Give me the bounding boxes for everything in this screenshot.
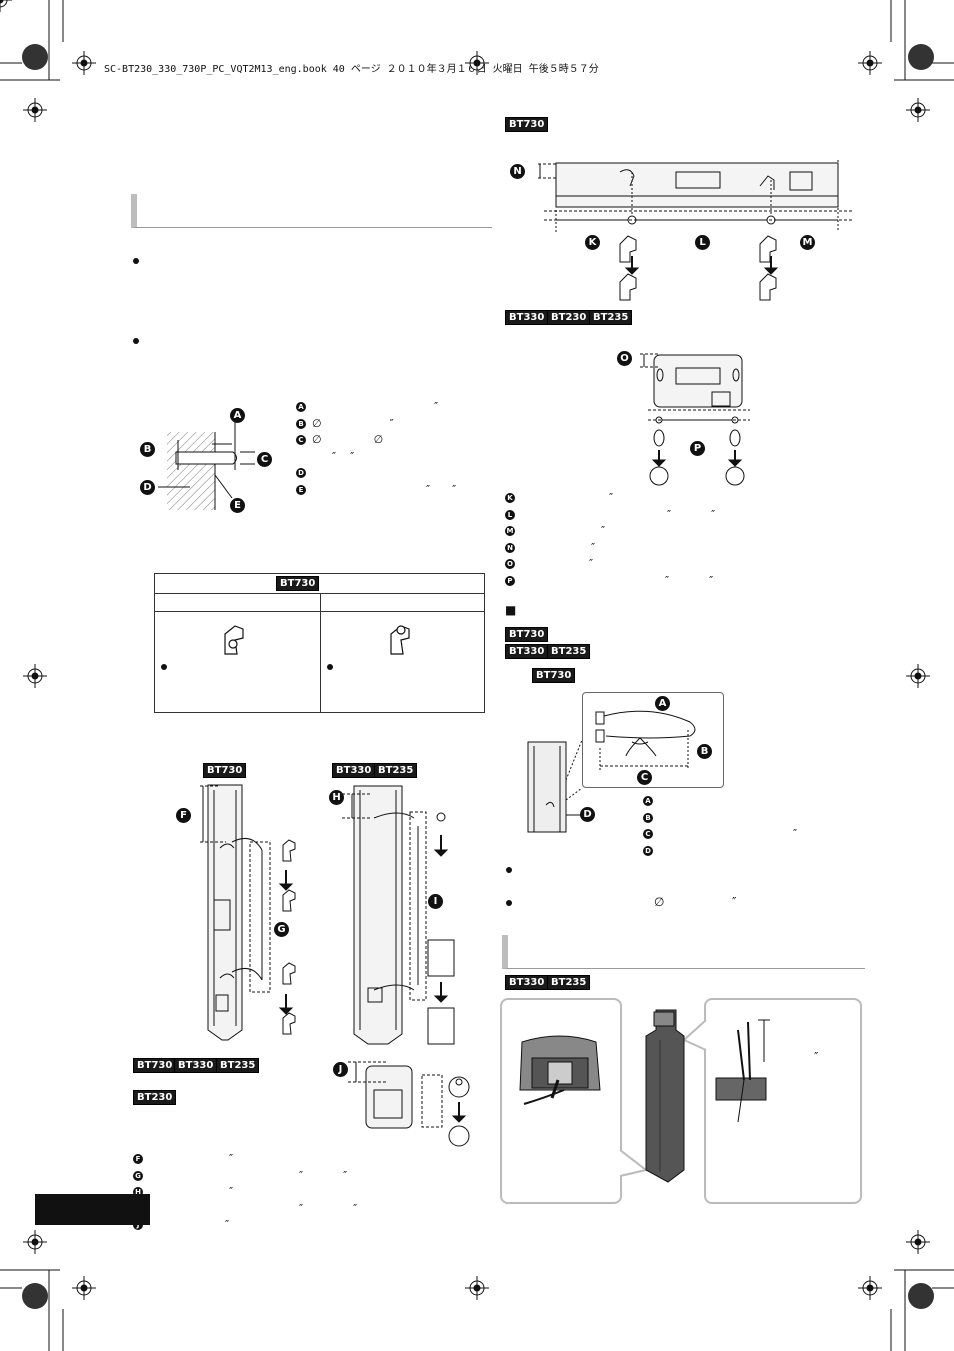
label-g: G [274,922,289,937]
bracket-shape-icons [224,625,410,655]
badge-bt230-note: BT230 [133,1090,177,1105]
inch-mark-right: ″ [814,1050,819,1064]
section-heading-bar-right [502,935,865,969]
badge-bt235-bottom: BT235 [547,975,591,990]
label-cord-a: A [655,696,670,711]
label-n: N [510,164,525,179]
badge-bt330-note: BT330 [174,1058,218,1073]
bt730-mount-table: BT730 [154,573,485,713]
label-j: J [333,1062,348,1077]
label-d: D [140,480,155,495]
badge-bt330: BT330 [332,763,376,778]
table-badge-bt730: BT730 [276,576,320,591]
file-header-line: SC-BT230_330_730P_PC_VQT2M13_eng.book 40… [104,64,599,75]
badge-bt235-note: BT235 [216,1058,260,1073]
badge-bt730: BT730 [203,763,247,778]
bullet [327,664,333,670]
inch-mark: ″ [732,895,737,909]
badge-bt730-soundbar: BT730 [505,117,549,132]
legend-cord-a-d: A B C″ D [643,793,797,859]
badge-bt235-sub: BT235 [589,310,633,325]
legend-k-p: K″ L″″ M″ N″ O″ P″″ [505,491,716,587]
section-heading-bar-left [131,194,492,228]
bullet [506,900,512,906]
safety-cord-callout [582,692,724,788]
label-e: E [230,498,245,513]
diameter-mark: ∅ [654,895,665,909]
bullet [133,258,139,264]
label-cord-c: C [637,770,652,785]
label-i: I [428,894,443,909]
badge-bt730-cord: BT730 [505,627,549,642]
square-bullet: ■ [505,603,517,617]
label-k: K [585,235,600,250]
badge-bt235: BT235 [374,763,418,778]
label-o: O [617,351,632,366]
bullet [133,338,139,344]
label-b: B [140,442,155,457]
bullet [161,664,167,670]
label-p: P [690,441,705,456]
badge-bt330-cord: BT330 [505,644,549,659]
label-c: C [257,452,272,467]
badge-bt730-cord-inline: BT730 [532,668,576,683]
label-a: A [230,408,245,423]
badge-bt330-bottom: BT330 [505,975,549,990]
label-cord-d: D [580,807,595,822]
label-m: M [800,235,815,250]
label-h: H [329,790,344,805]
label-cord-b: B [697,744,712,759]
page-number-box [35,1194,150,1225]
label-f: F [176,808,191,823]
bullet [506,867,512,873]
legend-a-e: A″ B∅″ C∅∅ ″″ D E″″ [296,399,456,498]
badge-bt235-cord: BT235 [547,644,591,659]
label-l: L [695,235,710,250]
callout-left [500,998,622,1204]
callout-right [704,998,862,1204]
